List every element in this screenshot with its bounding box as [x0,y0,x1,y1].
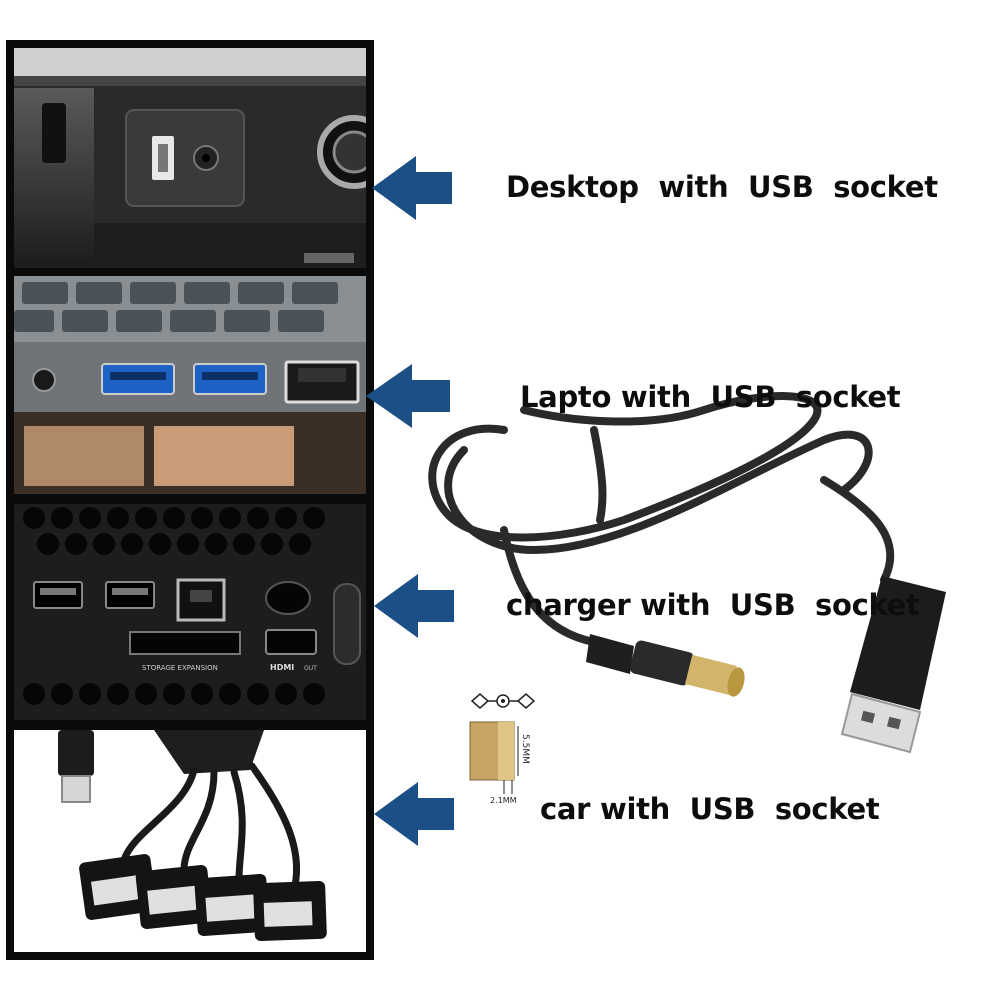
dc-barrel-plug [586,634,745,697]
outer-diameter-label: 5.5MM [520,734,530,764]
polarity-icon [470,693,536,709]
left-arrow-icon [374,574,454,638]
caption-charger: charger with USB socket [506,588,920,622]
left-arrow-icon [366,364,450,428]
panel-car-photo [14,730,366,952]
photo-column: STORAGE EXPANSION HDMI OUT [6,40,374,960]
connector-dimension-diagram: 5.5MM 2.1MM [468,690,548,810]
caption-car: car with USB socket [540,792,880,826]
left-arrow-icon [372,156,452,220]
storage-expansion-label: STORAGE EXPANSION [142,664,218,672]
inner-diameter-label: 2.1MM [490,796,517,805]
panel-charger-photo: STORAGE EXPANSION HDMI OUT [14,504,366,720]
panel-desktop-photo [14,48,366,268]
panel-laptop-photo [14,276,366,494]
caption-laptop: Lapto with USB socket [520,380,901,414]
barrel-jack-drawing [469,721,519,794]
left-arrow-icon [374,782,454,846]
caption-desktop: Desktop with USB socket [506,170,938,204]
hdmi-label: HDMI [270,663,294,672]
usb-to-dc-cable-image [428,392,946,754]
usb-a-plug [840,576,946,754]
hdmi-out-label: OUT [304,665,317,672]
